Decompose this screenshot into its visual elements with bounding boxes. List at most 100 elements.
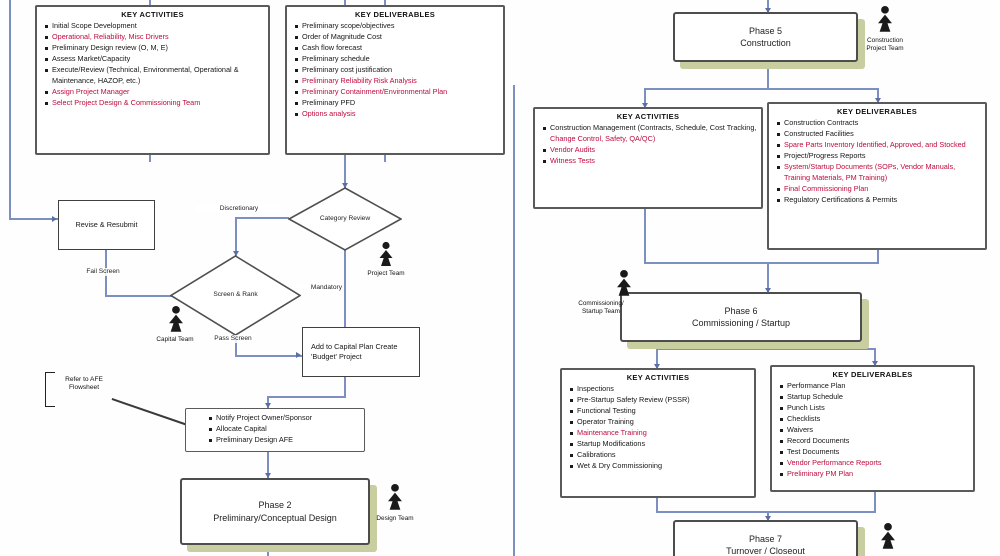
phase5-key-activities-box: KEY ACTIVITIES Construction Management (… [533, 107, 763, 209]
connector [236, 217, 289, 219]
list-item: Witness Tests [542, 156, 757, 167]
connector [656, 498, 658, 512]
revise-resubmit-label: Revise & Resubmit [75, 220, 138, 230]
list-item: Waivers [779, 425, 969, 436]
arrowhead [765, 516, 771, 521]
key-activities-list: Inspections Pre-Startup Safety Review (P… [569, 384, 750, 472]
person-icon [876, 522, 900, 552]
list-item: Allocate Capital [208, 424, 360, 435]
connector [656, 348, 876, 350]
list-item: Preliminary Design review (O, M, E) [44, 43, 264, 54]
list-item: Assign Project Manager [44, 87, 264, 98]
key-deliverables-title: KEY DELIVERABLES [832, 370, 913, 379]
list-item: Wet & Dry Commissioning [569, 461, 750, 472]
arrowhead [642, 103, 648, 108]
list-item: Preliminary Reliability Risk Analysis [294, 76, 499, 87]
connector [644, 208, 646, 264]
connector [9, 218, 58, 220]
phase7-title: Turnover / Closeout [726, 546, 805, 556]
revise-resubmit-box: Revise & Resubmit [58, 200, 155, 250]
list-item: Regulatory Certifications & Permits [776, 195, 981, 206]
list-item: Final Commissioning Plan [776, 184, 981, 195]
project-team-label: Project Team [367, 270, 405, 277]
connector [9, 0, 11, 219]
commissioning-team-label: Commissioning/ Startup Team [578, 300, 624, 315]
connector [235, 335, 237, 356]
list-item: System/Startup Documents (SOPs, Vendor M… [776, 162, 981, 184]
screen-rank-label: Screen & Rank [213, 291, 258, 299]
list-item: Performance Plan [779, 381, 969, 392]
arrowhead [52, 216, 57, 222]
phase5-box: Phase 5 Construction [673, 12, 858, 62]
connector [767, 62, 769, 89]
list-item-text: Construction Management (Contracts, Sche… [550, 123, 757, 132]
connector [767, 0, 769, 13]
connector [267, 545, 269, 556]
connector [149, 155, 151, 162]
phase5-key-deliverables-box: KEY DELIVERABLES Construction Contracts … [767, 102, 987, 250]
arrowhead [265, 473, 271, 478]
list-item: Execute/Review (Technical, Environmental… [44, 65, 264, 87]
list-item: Preliminary schedule [294, 54, 499, 65]
connector [656, 511, 876, 513]
list-item: Construction Contracts [776, 118, 981, 129]
key-activities-title: KEY ACTIVITIES [616, 112, 680, 121]
list-item: Options analysis [294, 109, 499, 120]
connector [235, 217, 237, 256]
afe-note-pointer-line [111, 398, 186, 425]
fail-screen-label: Fail Screen [84, 268, 122, 276]
construction-team-label: Construction Project Team [866, 37, 904, 52]
phase6-key-deliverables-box: KEY DELIVERABLES Performance Plan Startu… [770, 365, 975, 492]
connector [644, 88, 646, 108]
phase7-number: Phase 7 [748, 533, 783, 544]
list-item: Spare Parts Inventory Identified, Approv… [776, 140, 981, 151]
connector [644, 262, 879, 264]
key-deliverables-list: Preliminary scope/objectives Order of Ma… [294, 21, 499, 119]
connector [105, 295, 173, 297]
connector [267, 396, 269, 408]
arrowhead [872, 361, 878, 366]
connector [384, 0, 386, 6]
capital-team-label: Capital Team [156, 336, 194, 343]
arrowhead [265, 403, 271, 408]
person-icon [612, 269, 636, 299]
arrowhead [342, 183, 348, 188]
person-icon [873, 5, 897, 35]
connector [235, 355, 302, 357]
list-item: Startup Modifications [569, 439, 750, 450]
list-item: Preliminary Design AFE [208, 435, 360, 446]
list-item: Assess Market/Capacity [44, 54, 264, 65]
arrowhead [765, 288, 771, 293]
list-item: Operator Training [569, 417, 750, 428]
notify-owner-list: Notify Project Owner/Sponsor Allocate Ca… [208, 413, 360, 446]
list-item: Checklists [779, 414, 969, 425]
list-item: Preliminary cost justification [294, 65, 499, 76]
connector [384, 155, 386, 162]
list-item: Preliminary scope/objectives [294, 21, 499, 32]
key-activities-list: Construction Management (Contracts, Sche… [542, 123, 757, 167]
connector [267, 452, 269, 478]
phase1-key-activities-box: KEY ACTIVITIES Initial Scope Development… [35, 5, 270, 155]
connector [767, 262, 769, 293]
connector [644, 88, 879, 90]
connector [877, 250, 879, 264]
connector [267, 396, 346, 398]
list-item: Inspections [569, 384, 750, 395]
design-team-label: Design Team [376, 515, 414, 522]
key-deliverables-title: KEY DELIVERABLES [836, 107, 918, 116]
key-deliverables-list: Performance Plan Startup Schedule Punch … [779, 381, 969, 479]
list-item: Select Project Design & Commissioning Te… [44, 98, 264, 109]
connector [767, 342, 769, 350]
phase5-title: Construction [740, 38, 791, 48]
connector [149, 0, 151, 6]
arrowhead [765, 8, 771, 13]
afe-note-bracket [45, 372, 55, 407]
category-label: Category Review [319, 214, 371, 222]
list-item: Project/Progress Reports [776, 151, 981, 162]
arrowhead [875, 98, 881, 103]
connector [874, 348, 876, 366]
phase7-box: Phase 7 Turnover / Closeout [673, 520, 858, 556]
connector [874, 492, 876, 512]
list-item: Constructed Facilities [776, 129, 981, 140]
